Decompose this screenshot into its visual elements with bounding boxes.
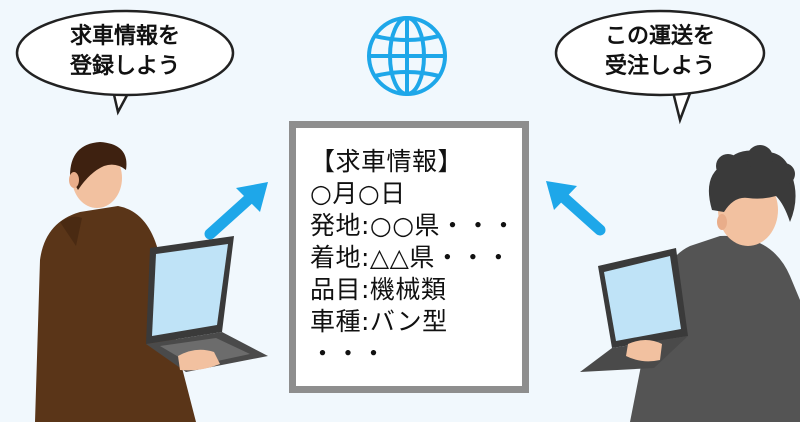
speech-bubble-right <box>554 9 766 125</box>
card-vehicle-type: 車種:バン型 <box>310 307 448 336</box>
speech-bubble-left-line1: 求車情報を <box>69 24 180 49</box>
speech-bubble-left-line2: 登録しよう <box>69 54 180 79</box>
vehicle-request-card: 【求車情報】 ○月○日 発地:○○県・・・ 着地:△△県・・・ 品目:機械類 車… <box>289 121 529 393</box>
card-destination: 着地:△△県・・・ <box>310 243 512 272</box>
arrow-up-right-icon <box>204 182 268 240</box>
card-date: ○月○日 <box>310 179 406 208</box>
speech-bubble-left <box>15 9 235 116</box>
hand-right <box>626 340 662 362</box>
card-origin: 発地:○○県・・・ <box>310 211 517 240</box>
arrow-up-left-icon <box>546 181 606 236</box>
card-ellipsis: ・・・ <box>310 339 387 368</box>
globe-icon <box>367 16 447 96</box>
hand-left <box>178 349 220 371</box>
speech-bubble-right-line1: この運送を <box>604 24 715 49</box>
speech-bubble-right-line2: 受注しよう <box>604 54 715 79</box>
card-title: 【求車情報】 <box>310 147 464 176</box>
speech-bubble-left-text: 求車情報を 登録しよう <box>30 22 220 82</box>
speech-bubble-right-text: この運送を 受注しよう <box>565 22 755 82</box>
card-item: 品目:機械類 <box>310 275 447 304</box>
